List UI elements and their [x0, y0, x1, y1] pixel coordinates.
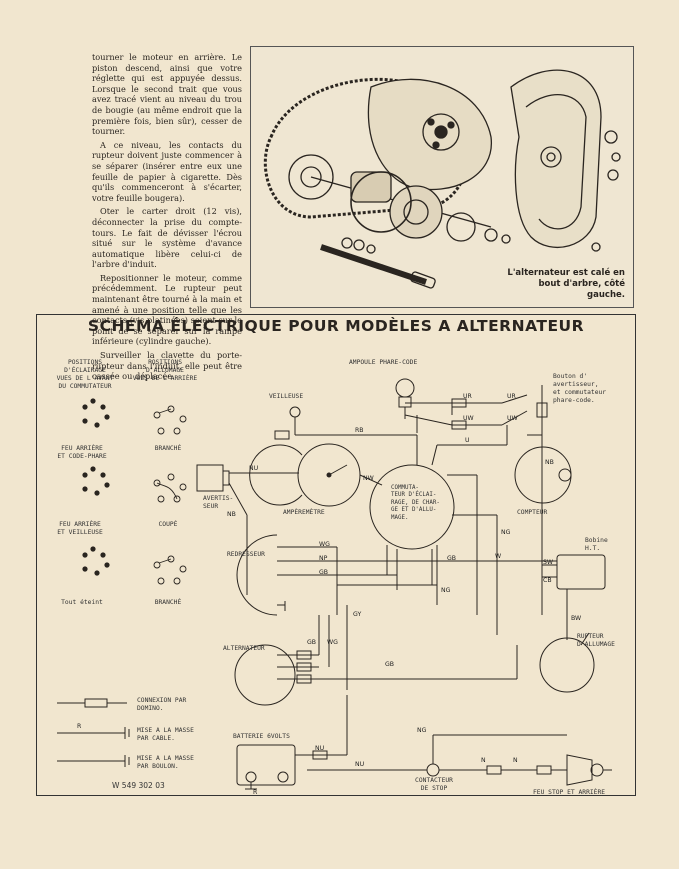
wire-label: GB: [319, 569, 329, 576]
bouton-label: Bouton d' avertisseur, et commutateur ph…: [553, 373, 607, 404]
schema-title: SCHEMA ÉLECTRIQUE POUR MODÈLES A ALTERNA…: [87, 317, 585, 335]
position-right-3: BRANCHÉ: [154, 599, 182, 606]
paragraph: Surveiller la clavette du porte-rupteur …: [92, 350, 242, 382]
wire-label: RB: [355, 427, 364, 434]
legend-domino: CONNEXION PAR DOMINO.: [137, 697, 187, 712]
legend-boulon: MISE A LA MASSE PAR BOULON.: [137, 755, 194, 770]
position-right-1: BRANCHÉ: [154, 445, 182, 452]
redresseur-label: REDRESSEUR: [227, 551, 265, 558]
wire-label: NG: [441, 587, 451, 594]
wiring-lines: [57, 378, 612, 790]
feu-label: FEU STOP ET ARRIÈRE: [533, 789, 606, 796]
wire-label: NU: [315, 745, 325, 752]
wire-label: NG: [501, 529, 511, 536]
wire-label: NB: [227, 511, 236, 518]
wire-label: WG: [327, 639, 338, 646]
paragraph: A ce niveau, les contacts du rupteur doi…: [92, 139, 242, 203]
reference-number: W 549 302 03: [112, 781, 165, 790]
contacteur-label: CONTACTEUR DE STOP: [415, 777, 453, 792]
wire-label: N: [481, 757, 486, 764]
commutateur-label: COMMUTA- TEUR D'ÉCLAI- RAGE, DE CHAR- GE…: [391, 485, 440, 521]
wire-label: GB: [447, 555, 457, 562]
wire-label: UR: [463, 393, 472, 400]
alternator-illustration: L'alternateur est calé en bout d'arbre, …: [250, 46, 634, 308]
wire-label: N: [513, 757, 518, 764]
wire-label: GY: [353, 611, 362, 618]
wire-label: NU: [355, 761, 365, 768]
legend-cable: MISE A LA MASSE PAR CABLE.: [137, 727, 194, 742]
wire-label: NW: [363, 475, 374, 482]
position-right-2: COUPÉ: [158, 521, 178, 528]
paragraph: tourner le moteur en arrière. Le piston …: [92, 52, 242, 137]
wire-label: GB: [385, 661, 395, 668]
lighting-positions-header: POSITIONS D'ÉCLAIRAGE VUES DE L'AVANT DU…: [56, 359, 114, 390]
amperemetre-label: AMPÈREMÈTRE: [283, 509, 325, 516]
wire-label: NU: [249, 465, 259, 472]
bobine-label: Bobine H.T.: [585, 537, 608, 552]
position-left-2: FEU ARRIÈRE ET VEILLEUSE: [57, 521, 103, 536]
wire-label: UW: [463, 415, 474, 422]
wire-label: U: [465, 437, 470, 444]
wire-label: CB: [543, 577, 552, 584]
compteur-label: COMPTEUR: [517, 509, 548, 516]
wire-label: NP: [319, 555, 328, 562]
wire-label: UR: [507, 393, 516, 400]
article-text: tourner le moteur en arrière. Le piston …: [92, 52, 242, 385]
veilleuse-label: VEILLEUSE: [269, 393, 304, 400]
wire-label: W: [495, 553, 502, 560]
avertisseur-label: AVERTIS- SEUR: [203, 495, 234, 510]
engine-drawing: [263, 69, 621, 289]
position-left-1: FEU ARRIÈRE ET CODE-PHARE: [57, 445, 107, 460]
position-left-3: Tout éteint: [61, 599, 103, 606]
alternateur-label: ALTERNATEUR: [223, 645, 265, 652]
ampoule-label: AMPOULE PHARE-CODE: [349, 359, 418, 366]
wire-label: SW: [543, 559, 554, 566]
wire-label: NG: [417, 727, 427, 734]
wire-label: NB: [545, 459, 554, 466]
paragraph: Oter le carter droit (12 vis), déconnect…: [92, 206, 242, 270]
legend-cable-letter: R: [77, 723, 82, 730]
wire-label: BW: [571, 615, 582, 622]
wire-label: R: [253, 789, 258, 796]
rupteur-label: RUPTEUR D'ALLUMAGE: [577, 633, 615, 648]
photo-caption: L'alternateur est calé en bout d'arbre, …: [507, 268, 625, 300]
wire-label: UW: [507, 415, 518, 422]
wire-label: WG: [319, 541, 330, 548]
paragraph: Repositionner le moteur, comme précédemm…: [92, 272, 242, 347]
wire-label: GB: [307, 639, 317, 646]
ignition-positions-header: POSITIONS D'ALLUMAGE VUES DE L'ARRIÈRE: [132, 359, 198, 382]
wiring-schema: SCHEMA ÉLECTRIQUE POUR MODÈLES A ALTERNA…: [36, 314, 636, 796]
batterie-label: BATTERIE 6VOLTS: [233, 733, 290, 740]
